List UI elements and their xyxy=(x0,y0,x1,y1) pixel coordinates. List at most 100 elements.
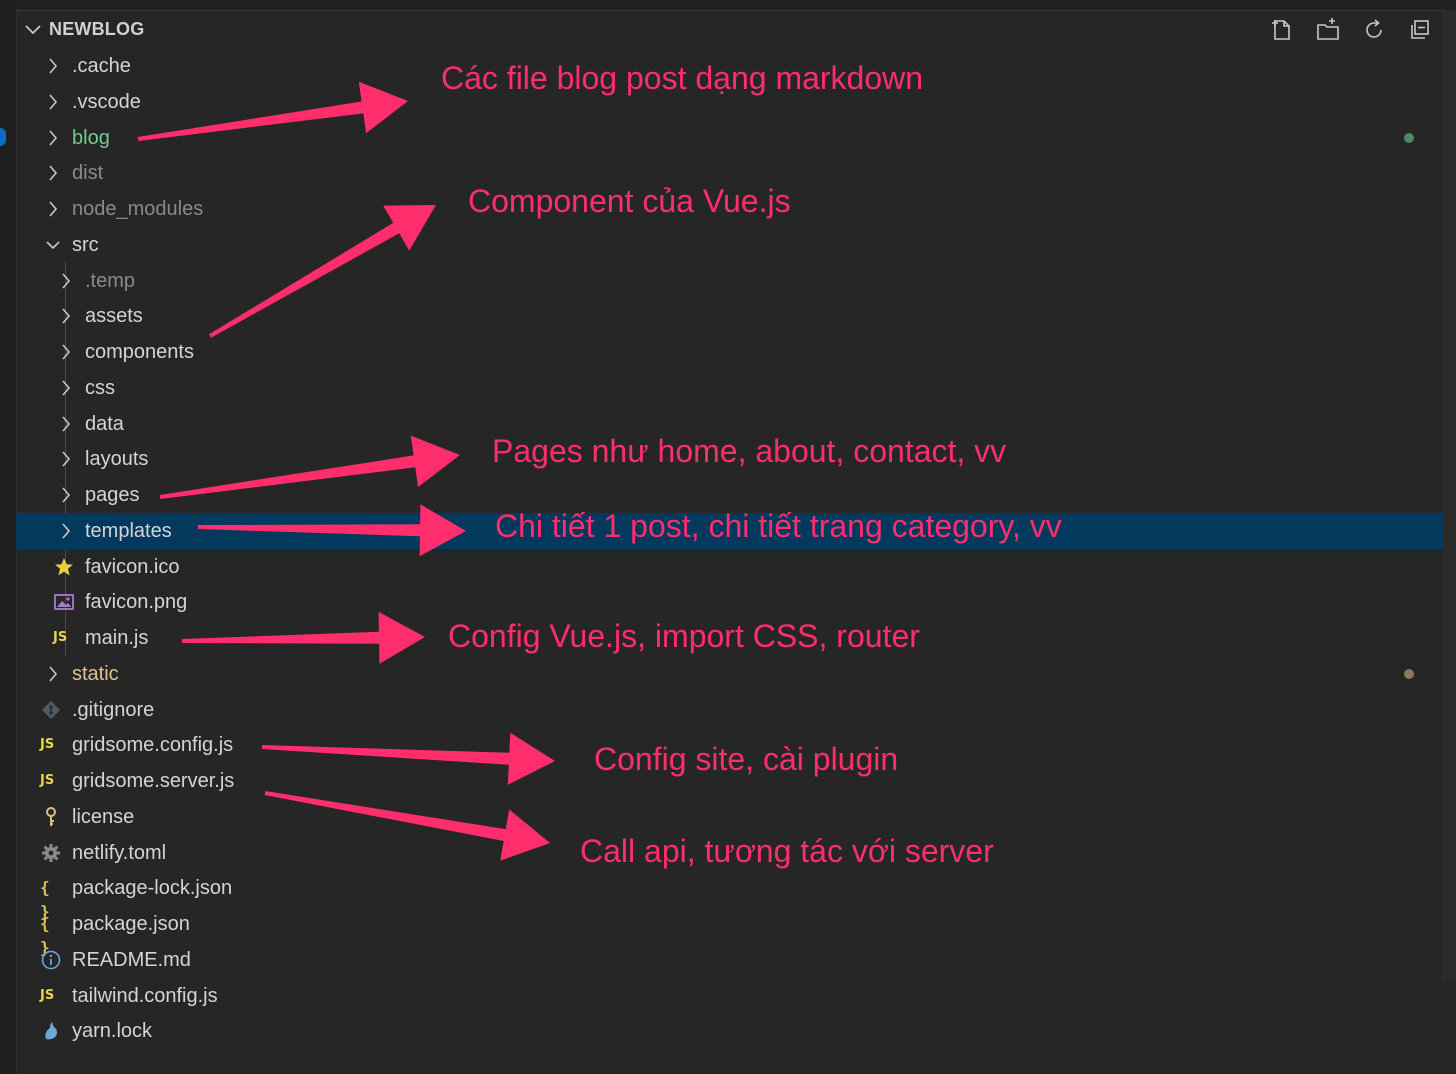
folder-row-blog[interactable]: blog xyxy=(16,120,1444,156)
tree-item-label: .cache xyxy=(72,55,131,77)
folder-row-vscode[interactable]: .vscode xyxy=(16,84,1444,120)
folder-row-templates[interactable]: templates xyxy=(16,512,1444,549)
annotation-arrow xyxy=(198,504,466,557)
file-row-license[interactable]: license xyxy=(16,799,1444,835)
json-icon: { } xyxy=(40,914,50,957)
tree-item-label: netlify.toml xyxy=(72,841,167,864)
annotation-note: Pages như home, about, contact, vv xyxy=(492,433,1007,469)
tree-item-label: components xyxy=(85,341,194,363)
image-icon xyxy=(53,590,75,614)
file-row-package-lock-json[interactable]: { }package-lock.json xyxy=(16,870,1444,922)
file-row-gitignore[interactable]: .gitignore xyxy=(16,692,1444,728)
chevron-right-icon[interactable] xyxy=(59,307,73,325)
file-row-netlify-toml[interactable]: netlify.toml xyxy=(16,835,1444,871)
folder-row-components[interactable]: components xyxy=(16,334,1444,370)
annotation-note: Config Vue.js, import CSS, router xyxy=(448,618,920,654)
annotation-arrow xyxy=(182,611,425,664)
tree-item-label: node_modules xyxy=(72,198,204,220)
chevron-right-icon[interactable] xyxy=(59,379,73,397)
folder-row-pages[interactable]: pages xyxy=(16,477,1444,513)
explorer-header[interactable]: NEWBLOG xyxy=(16,12,1444,46)
file-row-tailwind-config-js[interactable]: JS tailwind.config.js xyxy=(16,978,1444,1014)
chevron-right-icon[interactable] xyxy=(46,200,60,218)
tree-item-label: .vscode xyxy=(72,90,141,113)
collapse-all-button[interactable] xyxy=(1407,17,1433,43)
tree-item-label: favicon.png xyxy=(85,591,188,614)
folder-row-src[interactable]: src xyxy=(16,227,1444,263)
chevron-right-icon[interactable] xyxy=(46,57,60,75)
gear-icon xyxy=(40,841,62,865)
tree-item-label: tailwind.config.js xyxy=(72,984,218,1007)
js-icon: JS xyxy=(40,987,55,1003)
chevron-right-icon[interactable] xyxy=(46,164,60,182)
info-icon xyxy=(40,948,62,972)
tree-item-label: favicon.ico xyxy=(85,555,180,578)
annotation-note: Chi tiết 1 post, chi tiết trang category… xyxy=(495,508,1062,544)
tree-item-label: README.md xyxy=(72,948,191,971)
file-row-favicon-ico[interactable]: favicon.ico xyxy=(16,549,1444,585)
activity-indicator xyxy=(0,128,6,146)
new-folder-button[interactable] xyxy=(1315,17,1341,43)
annotation-arrow xyxy=(264,791,550,861)
chevron-right-icon[interactable] xyxy=(59,343,73,361)
new-folder-icon xyxy=(1317,18,1339,40)
tree-item-label: assets xyxy=(85,305,143,328)
folder-row-css[interactable]: css xyxy=(16,370,1444,406)
annotation-note: Config site, cài plugin xyxy=(594,741,899,777)
tree-item-label: .gitignore xyxy=(72,698,155,721)
chevron-right-icon[interactable] xyxy=(59,486,73,504)
folder-row-assets[interactable]: assets xyxy=(16,298,1444,334)
folder-row-layouts[interactable]: layouts xyxy=(16,441,1444,477)
tree-item-label: main.js xyxy=(85,627,149,649)
file-row-package-json[interactable]: { }package.json xyxy=(16,906,1444,957)
key-icon xyxy=(40,805,62,829)
git-status-dot xyxy=(1404,668,1414,679)
tree-item-label: data xyxy=(85,412,124,435)
json-icon: { } xyxy=(40,878,50,922)
tree-item-label: blog xyxy=(72,126,110,149)
js-icon: JS xyxy=(40,737,55,753)
annotation-note: Call api, tương tác với server xyxy=(580,833,994,869)
tree-item-label: yarn.lock xyxy=(72,1020,153,1043)
tree-item-label: license xyxy=(72,805,135,828)
chevron-down-icon[interactable] xyxy=(24,20,42,38)
annotation-note: Các file blog post dạng markdown xyxy=(441,60,924,96)
refresh-button[interactable] xyxy=(1361,17,1387,43)
tree-item-label: dist xyxy=(72,162,104,185)
indent-guide xyxy=(65,262,66,656)
chevron-right-icon[interactable] xyxy=(59,522,73,540)
chevron-down-icon[interactable] xyxy=(46,236,60,254)
chevron-right-icon[interactable] xyxy=(59,415,73,433)
annotation-note: Component của Vue.js xyxy=(468,183,791,219)
folder-row-node-modules[interactable]: node_modules xyxy=(16,191,1444,227)
js-icon: JS xyxy=(40,773,55,788)
chevron-right-icon[interactable] xyxy=(46,665,60,683)
chevron-right-icon[interactable] xyxy=(46,129,60,147)
folder-row-cache[interactable]: .cache xyxy=(16,48,1444,84)
yarn-icon xyxy=(40,1019,62,1043)
chevron-right-icon[interactable] xyxy=(46,93,60,111)
new-file-button[interactable] xyxy=(1269,17,1295,43)
file-row-readme-md[interactable]: README.md xyxy=(16,942,1444,978)
folder-row-data[interactable]: data xyxy=(16,406,1444,442)
explorer-title: NEWBLOG xyxy=(49,19,145,39)
annotation-arrow xyxy=(159,435,460,499)
folder-row-static[interactable]: static xyxy=(16,656,1444,692)
refresh-icon xyxy=(1366,19,1382,38)
file-row-yarn-lock[interactable]: yarn.lock xyxy=(16,1013,1444,1049)
chevron-right-icon[interactable] xyxy=(59,450,73,468)
file-row-favicon-png[interactable]: favicon.png xyxy=(16,584,1444,620)
tree-item-label: static xyxy=(72,662,119,685)
folder-row-temp[interactable]: .temp xyxy=(16,263,1444,299)
chevron-right-icon[interactable] xyxy=(59,272,73,290)
git-icon xyxy=(40,698,62,722)
scrollbar[interactable] xyxy=(1443,10,1456,980)
folder-row-dist[interactable]: dist xyxy=(16,155,1444,191)
tree-item-label: src xyxy=(72,233,99,256)
new-file-icon xyxy=(1272,20,1290,40)
git-status-dot xyxy=(1404,132,1414,143)
